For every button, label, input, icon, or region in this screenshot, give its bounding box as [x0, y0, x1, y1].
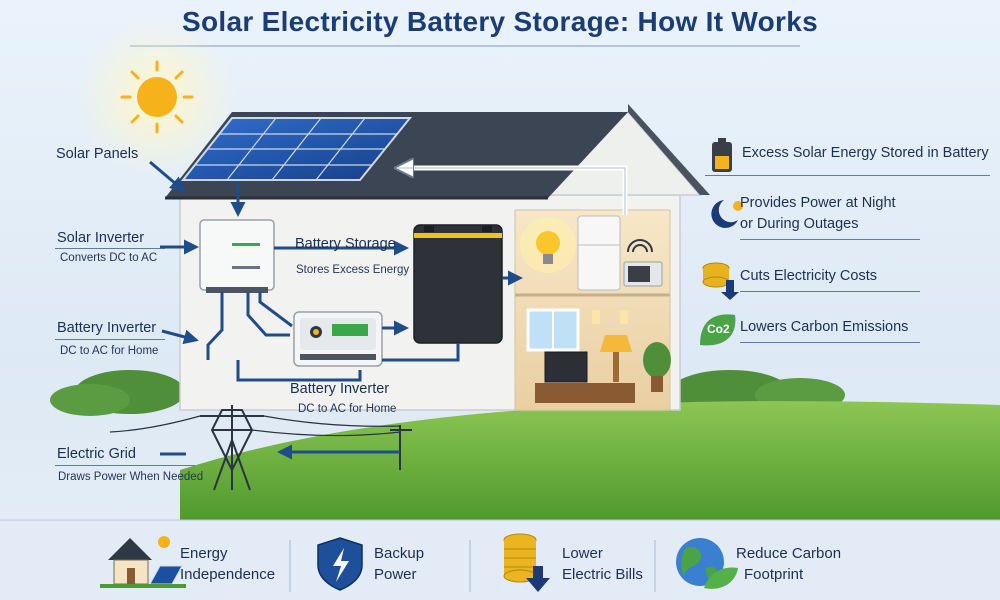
label-battery-inverter-left-sub: DC to AC for Home [60, 345, 159, 357]
footer-reduce-carbon: Reduce Carbon Footprint [736, 543, 841, 585]
battery-inverter-device [293, 311, 383, 367]
page-title: Solar Electricity Battery Storage: How I… [182, 6, 818, 37]
battery-storage-device [413, 224, 503, 344]
benefit-excess-stored: Excess Solar Energy Stored in Battery [742, 145, 989, 161]
benefit-cuts-costs: Cuts Electricity Costs [740, 268, 877, 284]
coins-down-arrow-icon [702, 262, 739, 300]
co2-leaf-icon [700, 314, 736, 346]
label-electric-grid-sub: Draws Power When Needed [58, 471, 204, 483]
label-solar-inverter-sub: Converts DC to AC [60, 252, 158, 264]
label-battery-storage-sub: Stores Excess Energy [296, 264, 410, 276]
grass-hill [180, 401, 1000, 520]
benefit-night-power-line1: Provides Power at Night [740, 195, 896, 211]
footer-energy-independence-line2: Independence [180, 566, 276, 583]
label-electric-grid: Electric Grid [57, 446, 136, 462]
footer-reduce-carbon-line2: Footprint [744, 566, 804, 583]
benefit-lowers-emissions: Lowers Carbon Emissions [740, 319, 909, 335]
power-grid [109, 405, 412, 491]
moon-sun-icon [711, 200, 743, 228]
globe-leaf-icon [676, 538, 738, 589]
footer-backup-power-line2: Power [374, 566, 417, 583]
solar-panel-array [180, 117, 413, 181]
footer-band [0, 520, 1000, 600]
label-battery-inverter-center-sub: DC to AC for Home [298, 403, 397, 415]
footer-lower-bills-line2: Electric Bills [562, 566, 643, 583]
energy-flow-arrows [149, 160, 523, 460]
label-battery-inverter-left: Battery Inverter [57, 320, 157, 336]
solar-inverter-device [199, 219, 275, 293]
coins-down-arrow-icon [503, 533, 550, 592]
lightning-shield-icon [317, 537, 363, 591]
footer-reduce-carbon-line1: Reduce Carbon [736, 545, 842, 562]
battery-charge-icon [712, 138, 732, 172]
footer-lower-bills-line1: Lower [562, 545, 603, 562]
label-battery-storage: Battery Storage [295, 236, 396, 252]
co2-badge: Co2 [707, 322, 730, 336]
label-solar-panels: Solar Panels [56, 146, 139, 162]
benefit-night-power-line2: or During Outages [740, 216, 859, 232]
footer-lower-bills: Lower Electric Bills [562, 543, 643, 585]
footer-energy-independence-line1: Energy [180, 545, 228, 562]
background-trees [50, 370, 845, 416]
footer-backup-power: Backup Power [374, 543, 424, 585]
footer-energy-independence: Energy Independence [180, 543, 275, 585]
label-battery-inverter-center: Battery Inverter [290, 381, 390, 397]
label-solar-inverter: Solar Inverter [57, 230, 145, 246]
solar-house-icon [100, 536, 186, 588]
footer-backup-power-line1: Backup [374, 545, 425, 562]
sun-icon [77, 18, 237, 178]
